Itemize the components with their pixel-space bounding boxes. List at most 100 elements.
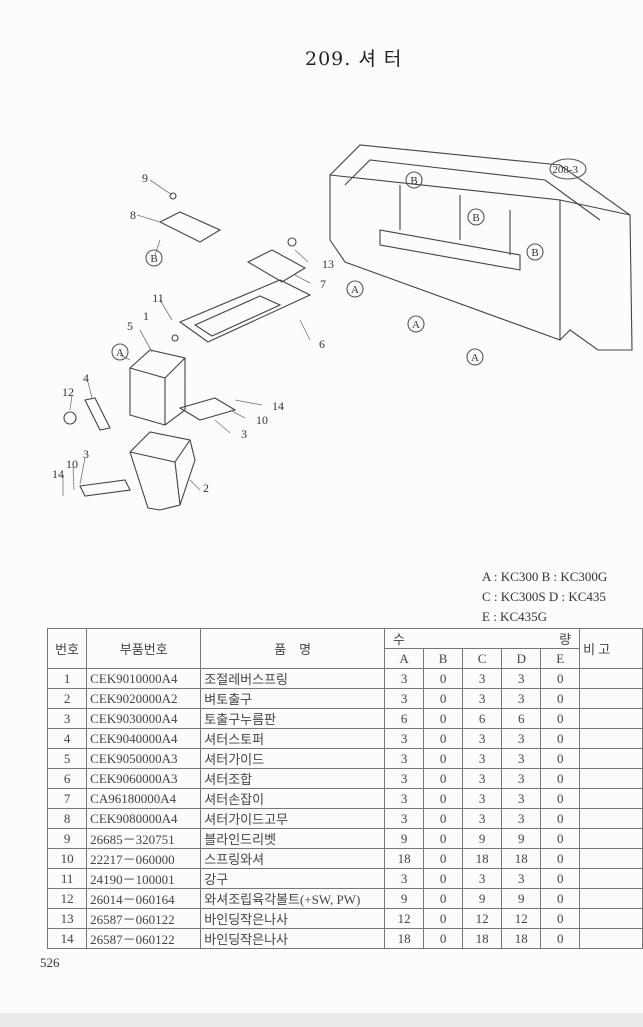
cell-name: 바인딩작은나사 [200, 928, 386, 949]
cell-qty: 0 [423, 888, 463, 909]
cell-name: 스프링와셔 [200, 848, 386, 869]
cell-qty: 0 [423, 688, 463, 709]
cell-remarks [579, 868, 643, 889]
cell-part-no: CA96180000A4 [86, 788, 202, 809]
model-legend-line: E : KC435G [482, 609, 547, 624]
header-name: 품 명 [200, 628, 386, 669]
callout-a: A [116, 347, 124, 359]
cell-no: 4 [46, 728, 88, 749]
cell-remarks [579, 928, 643, 949]
cell-qty: 3 [384, 668, 425, 689]
cell-no: 7 [46, 788, 88, 809]
cell-qty: 3 [501, 688, 542, 709]
part-6-drawing [178, 279, 312, 343]
cell-qty: 0 [423, 908, 463, 929]
cell-qty: 0 [423, 828, 463, 849]
header-qty-a: A [384, 648, 425, 669]
part-2-drawing [129, 431, 196, 511]
cell-qty: 0 [540, 708, 581, 729]
cell-qty: 18 [461, 928, 503, 949]
cell-part-no: CEK9020000A2 [86, 688, 202, 709]
cell-part-no: CEK9030000A4 [86, 708, 202, 729]
cell-qty: 12 [461, 908, 503, 929]
cell-qty: 3 [384, 728, 425, 749]
cell-qty: 3 [384, 768, 425, 789]
cell-no: 10 [46, 848, 88, 869]
cell-no: 1 [46, 668, 88, 689]
callout-9: 9 [142, 171, 148, 185]
cell-qty: 0 [540, 908, 581, 929]
callout-11: 11 [152, 291, 164, 305]
callout-3-lower: 3 [83, 447, 89, 461]
header-qty-d: D [501, 648, 542, 669]
cell-remarks [579, 788, 643, 809]
cell-qty: 3 [384, 748, 425, 769]
cell-part-no: 26014－060164 [86, 888, 202, 909]
cell-qty: 0 [540, 788, 581, 809]
cell-part-no: CEK9040000A4 [86, 728, 202, 749]
part-8-drawing [158, 211, 222, 243]
cell-qty: 0 [423, 768, 463, 789]
page-number: 526 [40, 955, 60, 970]
model-legend-line: A : KC300 B : KC300G [482, 569, 608, 584]
cell-qty: 3 [384, 688, 425, 709]
cell-no: 5 [46, 748, 88, 769]
cell-qty: 0 [540, 808, 581, 829]
callout-7: 7 [320, 277, 326, 291]
cell-qty: 9 [461, 888, 503, 909]
cell-qty: 0 [423, 868, 463, 889]
cell-no: 13 [46, 908, 88, 929]
cell-qty: 0 [540, 728, 581, 749]
cell-qty: 3 [461, 868, 503, 889]
cell-qty: 0 [423, 728, 463, 749]
cell-name: 벼토출구 [200, 688, 386, 709]
cell-qty: 0 [423, 668, 463, 689]
cell-qty: 3 [501, 788, 542, 809]
callout-14-lower: 14 [52, 467, 64, 481]
part-12-bolt-drawing [63, 411, 77, 425]
cell-qty: 0 [540, 868, 581, 889]
cell-name: 바인딩작은나사 [200, 908, 386, 929]
cell-part-no: 22217－060000 [86, 848, 202, 869]
cell-no: 8 [46, 808, 88, 829]
header-qty-right: 량 [559, 632, 572, 647]
cell-qty: 6 [384, 708, 425, 729]
callout-b: B [410, 175, 417, 187]
callout-4: 4 [83, 371, 89, 385]
cell-qty: 9 [501, 888, 542, 909]
cell-qty: 3 [461, 688, 503, 709]
header-remarks: 비 고 [579, 628, 643, 669]
cell-no: 2 [46, 688, 88, 709]
cell-qty: 3 [501, 728, 542, 749]
cell-qty: 0 [423, 708, 463, 729]
cell-qty: 0 [540, 748, 581, 769]
cell-name: 셔터가이드고무 [200, 808, 386, 829]
header-no: 번호 [46, 628, 88, 669]
cell-name: 와셔조립육각볼트(+SW, PW) [200, 888, 386, 909]
cell-no: 14 [46, 928, 88, 949]
part-4-drawing [84, 397, 111, 431]
callout-a: A [412, 319, 420, 331]
cell-qty: 18 [501, 848, 542, 869]
cell-name: 블라인드리벳 [200, 828, 386, 849]
cell-qty: 0 [540, 688, 581, 709]
cell-qty: 0 [540, 768, 581, 789]
callout-10-lower: 10 [66, 457, 78, 471]
cell-qty: 18 [384, 928, 425, 949]
cell-remarks [579, 908, 643, 929]
cell-remarks [579, 728, 643, 749]
callout-b: B [150, 253, 157, 265]
model-legend-line: C : KC300S D : KC435 [482, 589, 606, 604]
cell-qty: 3 [501, 868, 542, 889]
cell-no: 3 [46, 708, 88, 729]
cell-remarks [579, 708, 643, 729]
